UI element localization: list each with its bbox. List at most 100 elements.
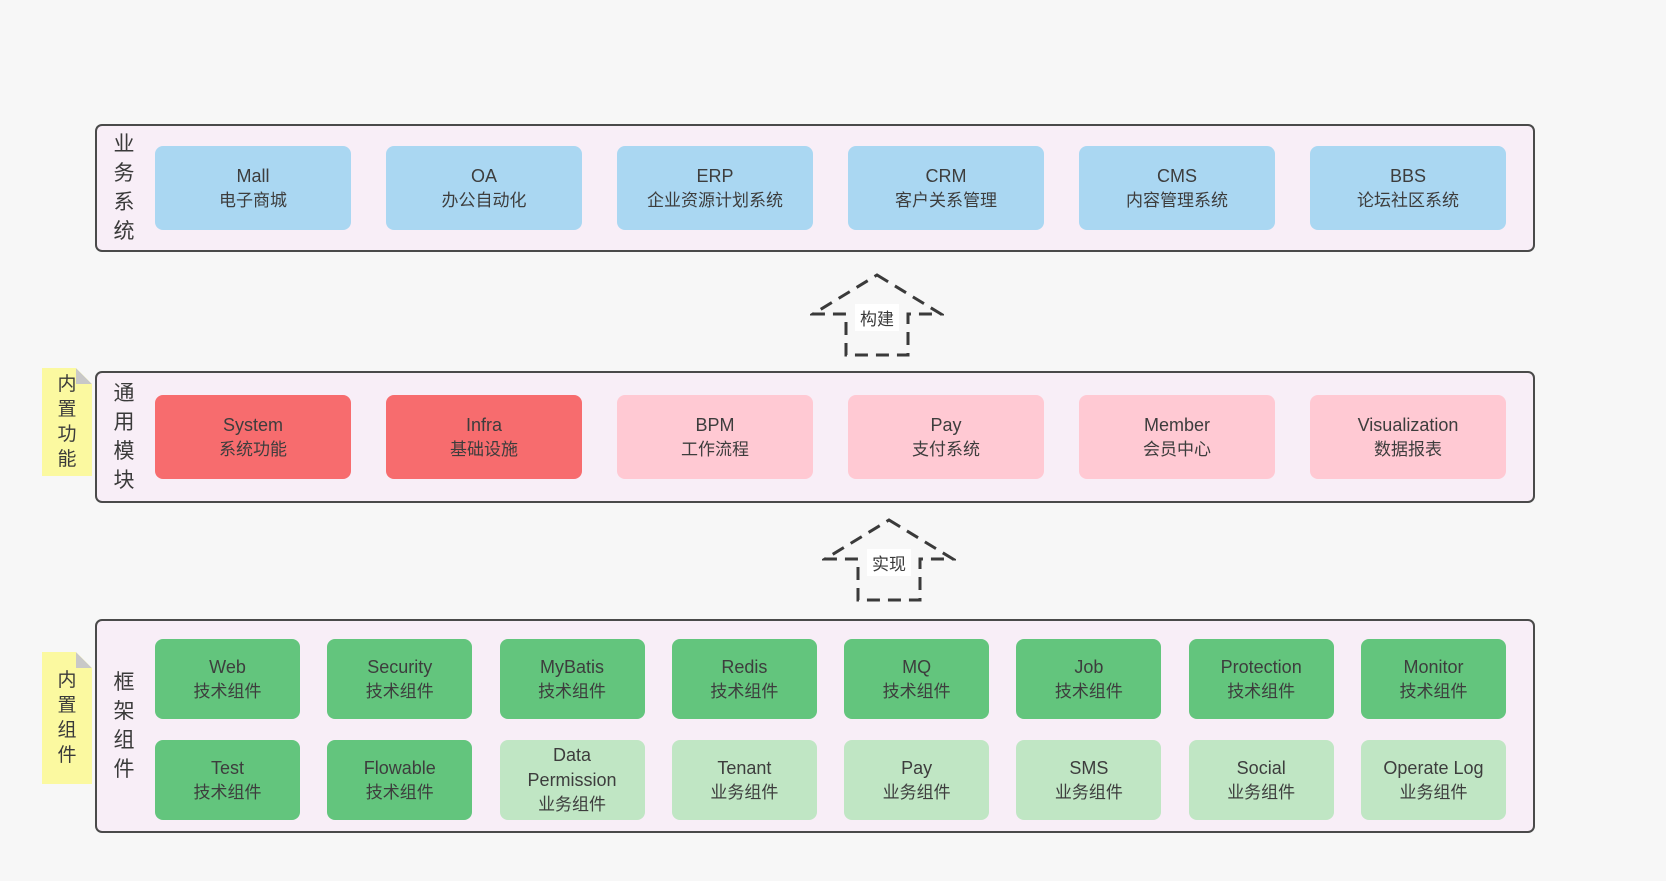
box-subtitle: 支付系统 — [912, 439, 980, 459]
box-title: Data Permission — [527, 745, 617, 790]
box-title: Tenant — [717, 757, 772, 778]
box-social: Social 业务组件 — [1188, 740, 1334, 820]
box-title: Member — [1143, 414, 1210, 435]
box-title: Job — [1074, 656, 1104, 677]
box-title: Social — [1236, 757, 1286, 778]
box-test: Test 技术组件 — [155, 740, 300, 820]
box-title: BPM — [695, 414, 735, 435]
box-subtitle: 内容管理系统 — [1126, 190, 1228, 210]
box-bbs: BBS 论坛社区系统 — [1310, 146, 1506, 230]
box-title: Pay — [901, 757, 933, 778]
box-subtitle: 技术组件 — [1227, 681, 1296, 701]
box-subtitle: 会员中心 — [1143, 439, 1211, 459]
sticky-note-builtin-features: 内置功能 — [42, 368, 92, 476]
folded-corner-icon — [76, 652, 92, 668]
box-title: Operate Log — [1383, 757, 1484, 778]
box-title: Web — [209, 656, 246, 677]
box-pay: Pay 业务组件 — [844, 740, 990, 820]
box-protection: Protection 技术组件 — [1188, 639, 1334, 719]
folded-corner-icon — [76, 368, 92, 384]
box-subtitle: 技术组件 — [1399, 681, 1468, 701]
box-title: System — [222, 414, 283, 435]
box-title: Monitor — [1403, 656, 1464, 677]
box-cms: CMS 内容管理系统 — [1079, 146, 1275, 230]
box-title: CMS — [1157, 165, 1197, 186]
box-subtitle: 技术组件 — [710, 681, 779, 701]
box-redis: Redis 技术组件 — [671, 639, 817, 719]
box-title: BBS — [1389, 165, 1427, 186]
box-subtitle: 电子商城 — [219, 190, 287, 210]
layer-label-framework: 框架组件 — [113, 671, 135, 781]
box-subtitle: 技术组件 — [882, 681, 951, 701]
box-subtitle: 技术组件 — [193, 681, 262, 701]
sticky-note-text: 内置功能 — [57, 374, 77, 470]
box-subtitle: 基础设施 — [450, 439, 518, 459]
box-flowable: Flowable 技术组件 — [327, 740, 473, 820]
box-subtitle: 技术组件 — [1054, 681, 1123, 701]
box-title: Security — [367, 656, 433, 677]
sticky-note-text: 内置组件 — [57, 670, 77, 766]
box-subtitle: 系统功能 — [219, 439, 287, 459]
box-subtitle: 技术组件 — [193, 782, 262, 802]
box-subtitle: 论坛社区系统 — [1357, 190, 1459, 210]
box-title: Flowable — [363, 757, 436, 778]
box-title: OA — [470, 165, 497, 186]
box-title: Redis — [721, 656, 768, 677]
box-subtitle: 业务组件 — [538, 795, 607, 814]
box-title: MyBatis — [540, 656, 605, 677]
box-subtitle: 技术组件 — [538, 681, 607, 701]
box-oa: OA 办公自动化 — [386, 146, 582, 230]
box-title: Test — [210, 757, 244, 778]
box-job: Job 技术组件 — [1016, 639, 1162, 719]
box-subtitle: 技术组件 — [365, 782, 434, 802]
up-arrow-icon — [810, 273, 944, 357]
box-mybatis: MyBatis 技术组件 — [499, 639, 645, 719]
up-arrow-icon — [822, 518, 956, 602]
box-infra: Infra 基础设施 — [386, 395, 582, 479]
box-title: CRM — [925, 165, 967, 186]
box-subtitle: 数据报表 — [1374, 439, 1442, 459]
box-subtitle: 业务组件 — [710, 782, 779, 802]
box-monitor: Monitor 技术组件 — [1360, 639, 1506, 719]
box-title: SMS — [1069, 757, 1109, 778]
box-title: MQ — [902, 656, 932, 677]
arrow-build: 构建 — [810, 272, 944, 358]
arrow-label: 构建 — [855, 304, 899, 331]
arrow-implement: 实现 — [822, 517, 956, 603]
box-title: Infra — [465, 414, 503, 435]
box-sms: SMS 业务组件 — [1016, 740, 1162, 820]
layer-label-business: 业务系统 — [113, 133, 135, 243]
box-crm: CRM 客户关系管理 — [848, 146, 1044, 230]
box-security: Security 技术组件 — [327, 639, 473, 719]
box-mall: Mall 电子商城 — [155, 146, 351, 230]
box-subtitle: 办公自动化 — [441, 190, 527, 210]
box-mq: MQ 技术组件 — [844, 639, 990, 719]
box-title: Protection — [1220, 656, 1302, 677]
box-subtitle: 客户关系管理 — [895, 190, 997, 210]
box-tenant: Tenant 业务组件 — [671, 740, 817, 820]
box-subtitle: 业务组件 — [882, 782, 951, 802]
box-title: Mall — [236, 165, 270, 186]
arrow-label: 实现 — [867, 549, 911, 576]
box-subtitle: 业务组件 — [1227, 782, 1296, 802]
sticky-note-builtin-components: 内置组件 — [42, 652, 92, 784]
box-subtitle: 技术组件 — [365, 681, 434, 701]
box-subtitle: 企业资源计划系统 — [647, 190, 783, 210]
box-subtitle: 工作流程 — [681, 439, 749, 459]
box-bpm: BPM 工作流程 — [617, 395, 813, 479]
layer-label-modules: 通用模块 — [113, 382, 135, 492]
box-web: Web 技术组件 — [155, 639, 300, 719]
box-subtitle: 业务组件 — [1399, 782, 1468, 802]
box-subtitle: 业务组件 — [1054, 782, 1123, 802]
box-member: Member 会员中心 — [1079, 395, 1275, 479]
